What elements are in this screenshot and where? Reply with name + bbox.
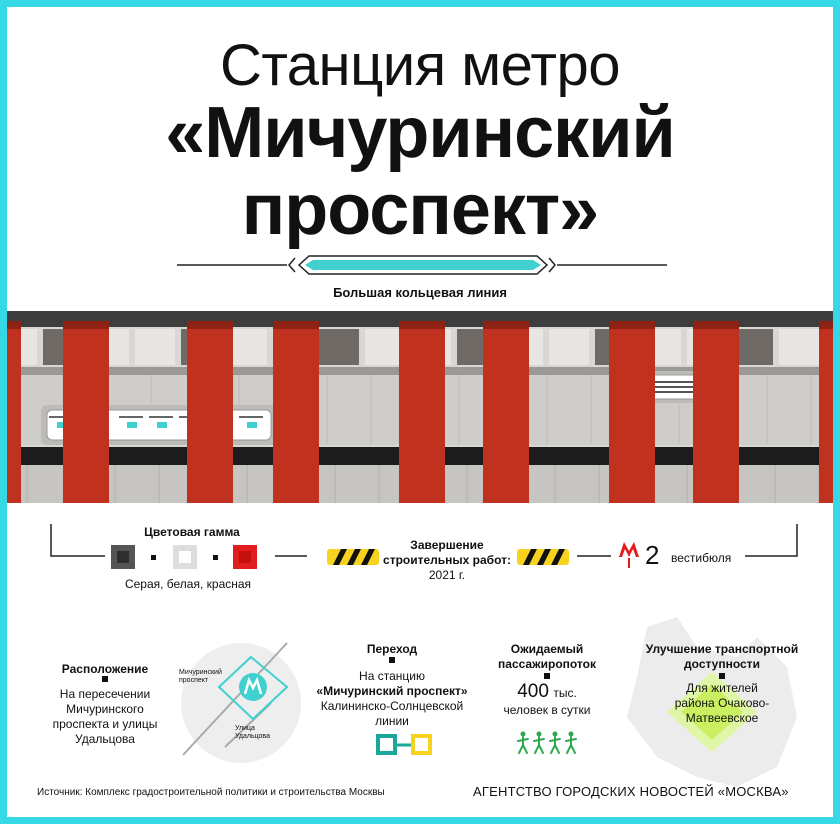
passengers-unit: тыс. xyxy=(553,686,577,700)
station-illustration xyxy=(7,311,833,503)
caution-stripe-icon xyxy=(517,549,569,565)
title-line-3: проспект» xyxy=(241,170,599,250)
passengers-text: человек в сутки xyxy=(503,703,591,717)
location-map xyxy=(181,642,301,763)
transfer-text: На станцию «Мичуринский проспект» Калини… xyxy=(316,669,468,728)
passengers-value-row: 400 тыс. xyxy=(487,681,607,703)
transfer-heading: Переход xyxy=(366,642,418,656)
transfer-icon xyxy=(376,734,432,755)
district-map xyxy=(627,617,797,787)
footer-agency: АГЕНТСТВО ГОРОДСКИХ НОВОСТЕЙ «МОСКВА» xyxy=(473,784,789,799)
swatch-red xyxy=(233,545,257,569)
bullet xyxy=(544,673,550,679)
info-strip-brackets xyxy=(50,524,798,557)
vestibules-label: вестибюля xyxy=(671,551,732,565)
title-line-1: Станция метро xyxy=(219,33,621,98)
people-icon xyxy=(517,731,577,754)
color-scheme-label: Цветовая гамма xyxy=(144,525,240,539)
title-line-2: «Мичуринский xyxy=(165,93,676,173)
metro-logo-icon xyxy=(619,542,639,568)
location-text: На пересечении Мичуринского проспекта и … xyxy=(52,687,158,746)
caution-stripe-icon xyxy=(327,549,379,565)
bullet xyxy=(389,657,395,663)
completion-label-1: Завершение xyxy=(410,538,484,552)
vestibules-count: 2 xyxy=(645,540,660,570)
map-label-prospect: Мичуринский проспект xyxy=(179,669,222,684)
line-name: Большая кольцевая линия xyxy=(333,285,507,300)
swatch-white xyxy=(173,545,197,569)
footer-source: Источник: Комплекс градостроительной пол… xyxy=(37,787,385,798)
transport-text: Для жителей района Очаково- Матвеевское xyxy=(674,681,770,725)
passengers-heading: Ожидаемый пассажиропоток xyxy=(498,642,596,671)
color-swatches xyxy=(111,545,271,569)
map-label-street: Улица Удальцова xyxy=(235,725,270,740)
completion-year: 2021 г. xyxy=(428,568,466,582)
transport-heading: Улучшение транспортной доступности xyxy=(645,642,799,671)
bullet xyxy=(719,673,725,679)
passengers-value: 400 xyxy=(517,681,549,702)
location-heading: Расположение xyxy=(61,662,149,676)
swatch-separator xyxy=(151,555,156,560)
bullet xyxy=(102,676,108,682)
swatch-gray xyxy=(111,545,135,569)
swatch-separator xyxy=(213,555,218,560)
line-decoration xyxy=(177,255,667,275)
color-scheme-caption: Серая, белая, красная xyxy=(124,577,252,591)
completion-label-2: строительных работ: xyxy=(383,553,511,567)
